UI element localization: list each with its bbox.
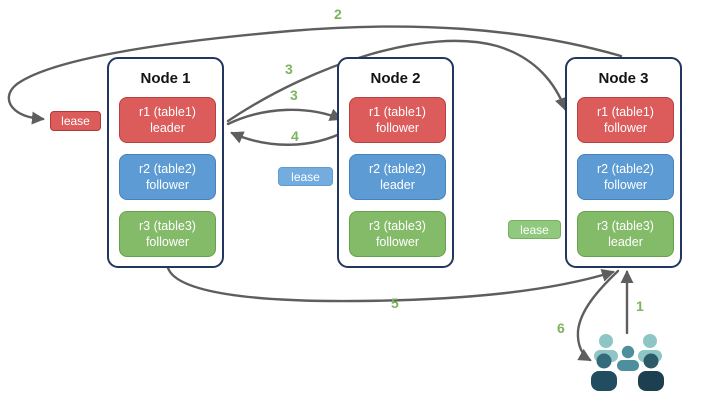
node3-replica-r2: r2 (table2) follower (577, 154, 674, 200)
replica-label: r1 (table1) (597, 104, 654, 119)
node1-replica-r1: r1 (table1) leader (119, 97, 216, 143)
replica-label: r2 (table2) (139, 161, 196, 176)
node2-replica-r1: r1 (table1) follower (349, 97, 446, 143)
step-label-3a: 3 (285, 61, 293, 77)
node3-replica-r3: r3 (table3) leader (577, 211, 674, 257)
replica-role: follower (603, 178, 648, 192)
replica-label: r3 (table3) (597, 218, 654, 233)
node2-replica-r2: r2 (table2) leader (349, 154, 446, 200)
lease-badge-r3: lease (508, 220, 561, 239)
node2-replica-r3: r3 (table3) follower (349, 211, 446, 257)
arrow-step4-node2r1-to-node1r1 (230, 129, 348, 146)
replica-label: r1 (table1) (139, 104, 196, 119)
replica-role: follower (145, 178, 190, 192)
arrow-step2-node3-to-lease-red (7, 25, 623, 125)
arrow-step6-node3-to-users (576, 269, 620, 362)
step-label-6: 6 (557, 320, 565, 336)
replica-label: r1 (table1) (369, 104, 426, 119)
node-3-title: Node 3 (598, 70, 649, 87)
replica-role: follower (375, 121, 420, 135)
replica-label: r3 (table3) (139, 218, 196, 233)
step-label-1: 1 (636, 298, 644, 314)
node3-replica-r1: r1 (table1) follower (577, 97, 674, 143)
replica-role: leader (380, 178, 415, 192)
replica-label: r2 (table2) (369, 161, 426, 176)
node-1-title: Node 1 (140, 70, 191, 87)
lease-badge-r2: lease (278, 167, 333, 186)
node1-replica-r3: r3 (table3) follower (119, 211, 216, 257)
replica-role: follower (375, 235, 420, 249)
replica-label: r2 (table2) (597, 161, 654, 176)
step-label-5: 5 (391, 295, 399, 311)
replica-role: leader (150, 121, 185, 135)
arrow-step5-node1-to-node3 (166, 266, 615, 303)
step-label-2: 2 (334, 6, 342, 22)
users-icon (591, 334, 664, 391)
node-3: Node 3 r1 (table1) follower r2 (table2) … (565, 57, 682, 268)
replica-label: r3 (table3) (369, 218, 426, 233)
replica-role: leader (608, 235, 643, 249)
node-2: Node 2 r1 (table1) follower r2 (table2) … (337, 57, 454, 268)
replica-role: follower (145, 235, 190, 249)
step-label-4: 4 (291, 128, 299, 144)
replica-role: follower (603, 121, 648, 135)
arrow-step3-node1r1-to-node2r1 (226, 108, 343, 126)
node1-replica-r2: r2 (table2) follower (119, 154, 216, 200)
node-1: Node 1 r1 (table1) leader r2 (table2) fo… (107, 57, 224, 268)
step-label-3b: 3 (290, 87, 298, 103)
node-2-title: Node 2 (370, 70, 421, 87)
arrow-step3-node1r1-to-node3r1 (226, 39, 568, 123)
lease-badge-r1: lease (50, 111, 101, 131)
